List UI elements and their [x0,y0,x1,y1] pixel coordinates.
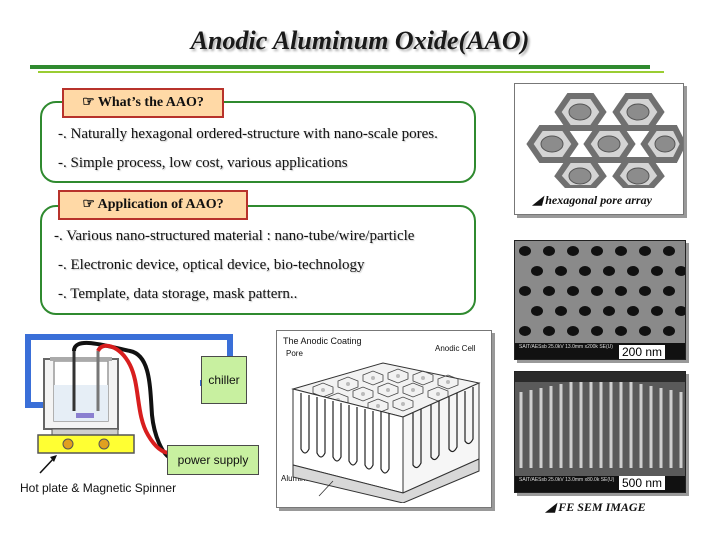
application-line-1: -. Various nano-structured material : na… [54,228,415,244]
anodic-cell-label: Anodic Cell [435,344,476,353]
application-line-3: -. Template, data storage, mask pattern.… [58,286,298,302]
application-tag: ☞ Application of AAO? [58,190,248,220]
sem-scale-500nm: 500 nm [619,476,666,490]
sem-info-bottom: SAIT/AESsb 25.0kV 13.0mm x80.0k SE(U) [519,477,615,483]
pore-label: Pore [286,349,303,358]
what-is-aao-tag: ☞ What’s the AAO? [62,88,224,118]
page-title: Anodic Aluminum Oxide(AAO) [190,26,530,55]
title-underline [30,65,650,69]
hexagonal-pore-array-caption: ◢ hexagonal pore array [533,193,652,207]
chiller-label: chiller [201,356,247,404]
sem-pore-pattern-graphic [515,241,685,359]
hotplate-label: Hot plate & Magnetic Spinner [20,481,177,495]
what-is-aao-line-1: -. Naturally hexagonal ordered-structure… [58,126,438,142]
sem-image-cross-section: SAIT/AESsb 25.0kV 13.0mm x80.0k SE(U) 50… [514,371,686,493]
anodic-coating-title: The Anodic Coating [283,336,362,346]
title-underline-secondary [38,71,664,73]
sem-column-pattern-graphic [515,372,685,492]
power-supply-label: power supply [167,445,259,475]
hexagon-lattice-graphic [515,84,687,191]
anodic-coating-diagram: The Anodic Coating Pore Anodic Cell Alum… [276,330,492,508]
application-line-2: -. Electronic device, optical device, bi… [58,257,365,273]
sem-scale-200nm: 200 nm [619,345,666,359]
setup-apparatus-graphic [25,334,233,474]
what-is-aao-line-2: -. Simple process, low cost, various app… [58,155,348,171]
application-box [40,205,476,315]
fe-sem-image-caption: ◢ FE SEM IMAGE [546,500,646,514]
anodic-coating-graphic [291,362,481,503]
sem-info-top: SAIT/AESsb 25.0kV 13.0mm x200k SE(U) [519,344,613,350]
sem-image-top-view: SAIT/AESsb 25.0kV 13.0mm x200k SE(U) 200… [514,240,686,360]
hexagonal-pore-array-figure: ◢ hexagonal pore array [514,83,687,215]
